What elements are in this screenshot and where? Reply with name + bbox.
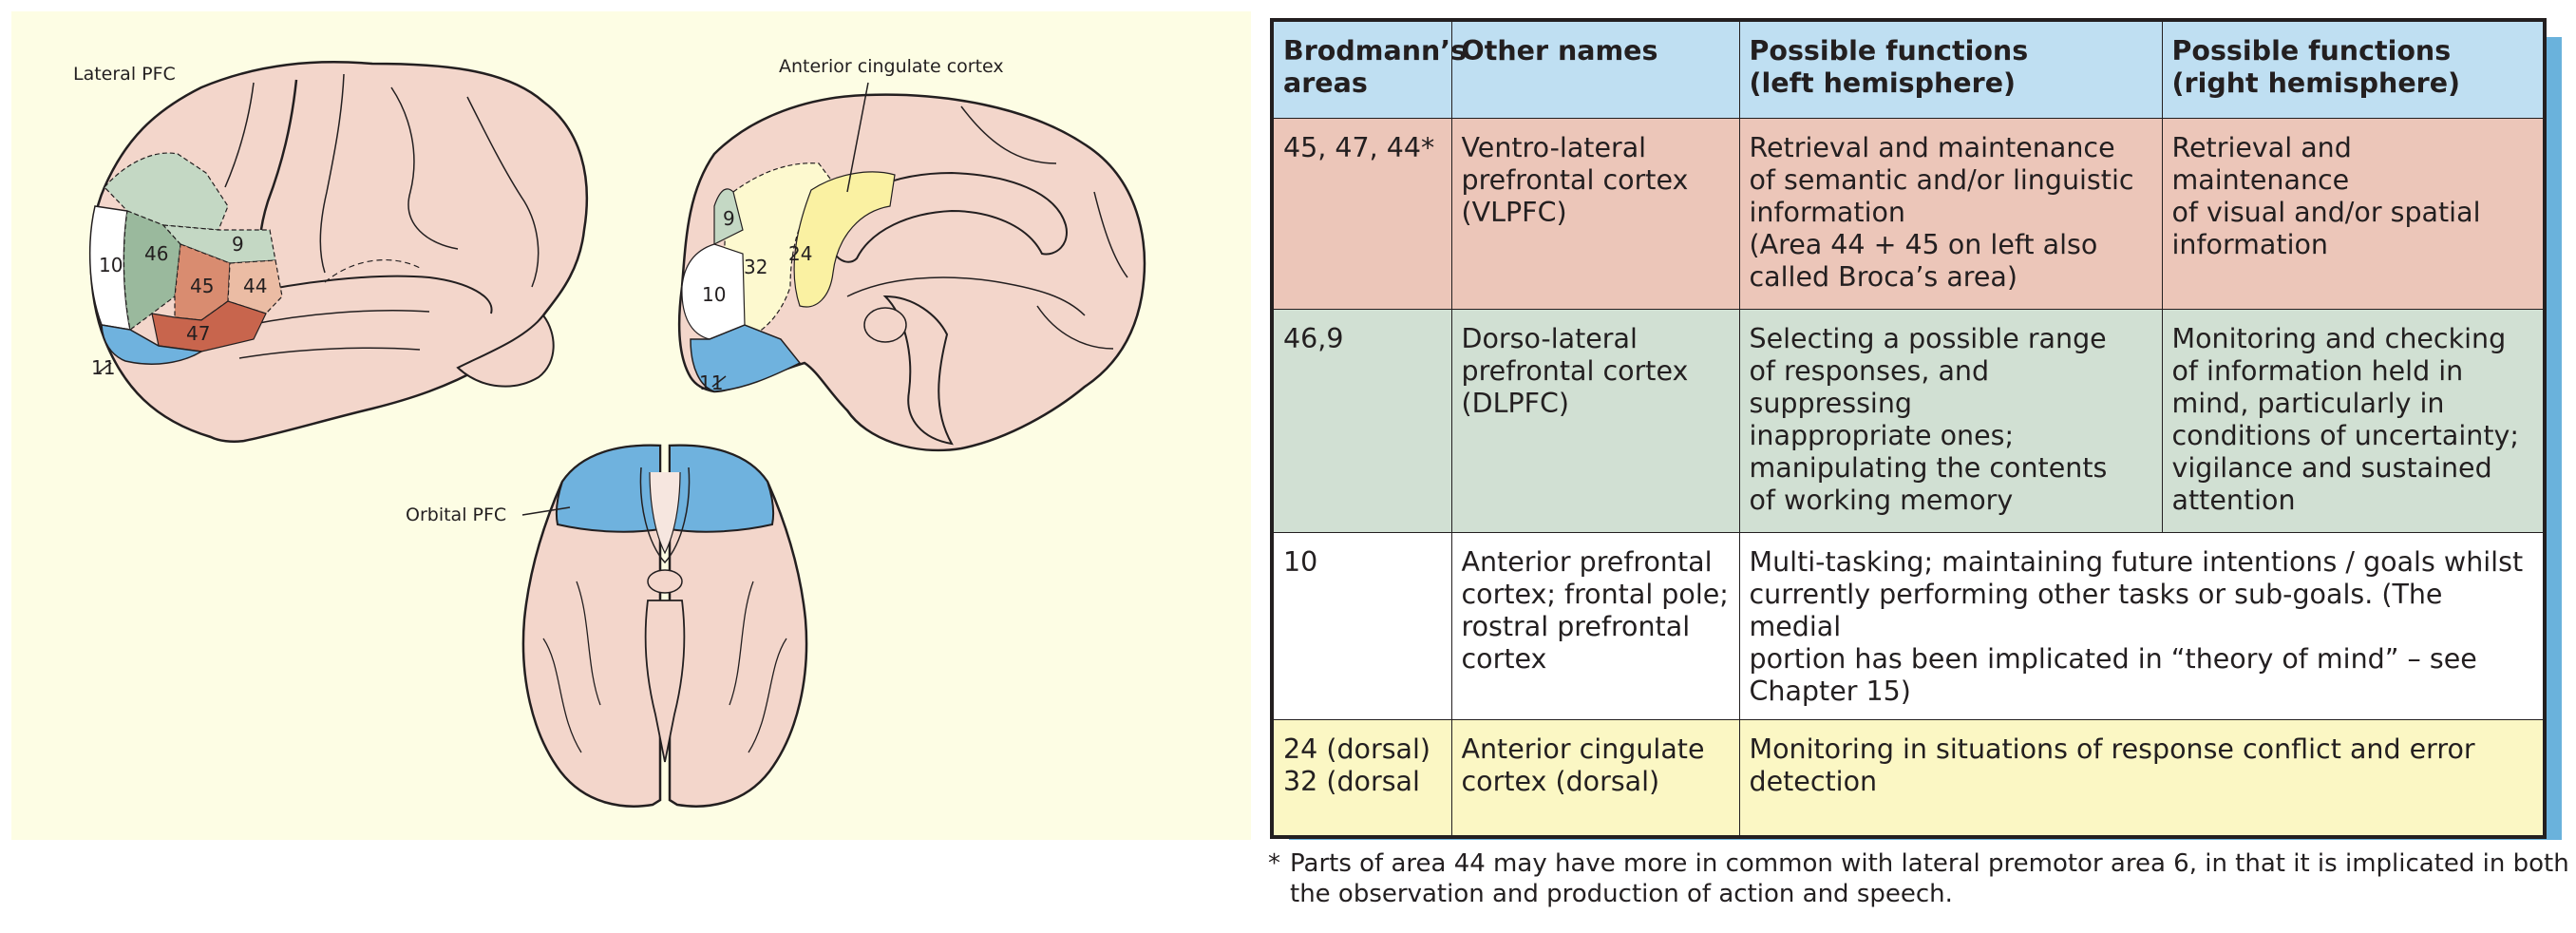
olfactory-bulbs	[649, 471, 681, 555]
cell-names: Ventro-lateral prefrontal cortex (VLPFC)	[1450, 117, 1740, 310]
anterior-cingulate-label: Anterior cingulate cortex	[779, 56, 1004, 77]
header-brodmann-areas: Brodmann’s areas	[1271, 19, 1467, 119]
cell-names: Anterior cingulate cortex (dorsal)	[1450, 718, 1740, 838]
parieto-occipital-sulcus	[1093, 191, 1128, 278]
cell-left-function: Retrieval and maintenance of semantic an…	[1738, 117, 2163, 310]
ventral-orbital-left	[555, 444, 661, 533]
medial-area-24	[793, 171, 896, 308]
cell-both-functions: Monitoring in situations of response con…	[1738, 718, 2546, 838]
cell-right-function: Monitoring and checking of information h…	[2161, 308, 2546, 533]
lateral-area-label-11: 11	[91, 356, 115, 379]
optic-chiasm	[647, 569, 683, 594]
lateral-area-label-46: 46	[144, 242, 168, 265]
footnote-text: Parts of area 44 may have more in common…	[1290, 849, 2569, 908]
medial-area-label-9: 9	[723, 207, 735, 230]
lateral-area-label-44: 44	[243, 275, 267, 297]
ventral-orbital-right	[669, 444, 775, 533]
medial-area-label-11: 11	[699, 371, 723, 394]
ventral-sulcus-right	[729, 581, 754, 706]
medial-sulcus	[846, 276, 1086, 316]
postcentral-sulcus	[319, 73, 345, 274]
precentral-sulcus	[224, 82, 255, 188]
medial-area-label-32: 32	[744, 256, 767, 278]
parietal-sulcus	[390, 86, 459, 250]
cell-areas: 24 (dorsal) 32 (dorsal	[1271, 718, 1452, 838]
brain-illustration: 10 46 9 45 44 47 11 Lateral PFC 9 32 24 …	[11, 11, 1251, 840]
thalamus	[863, 307, 907, 343]
lateral-area-label-47: 47	[186, 322, 210, 345]
medial-brain-view: 9 32 24 10 11 Anterior cingulate cortex	[677, 56, 1146, 452]
medial-sulcus-upper	[960, 105, 1057, 164]
table-row-anterior-cingulate: 24 (dorsal) 32 (dorsal Anterior cingulat…	[1271, 718, 2546, 838]
cell-areas: 10	[1271, 531, 1452, 720]
table-row-vlpfc: 45, 47, 44* Ventro-lateral prefrontal co…	[1271, 117, 2546, 310]
calcarine-sulcus	[1036, 305, 1114, 350]
prefrontal-function-table: Brodmann’s areas Other names Possible fu…	[1270, 18, 2547, 839]
brainstem	[882, 295, 954, 446]
cell-names: Dorso-lateral prefrontal cortex (DLPFC)	[1450, 308, 1740, 533]
temporal-sulcus	[248, 310, 430, 326]
orbital-pfc-label: Orbital PFC	[406, 505, 506, 525]
lateral-area-label-45: 45	[190, 275, 214, 297]
medial-area-11	[690, 324, 802, 392]
medial-area-label-24: 24	[788, 242, 812, 265]
table-row-anterior-pfc: 10 Anterior prefrontal cortex; frontal p…	[1271, 531, 2546, 720]
brain-diagram-panel: 10 46 9 45 44 47 11 Lateral PFC 9 32 24 …	[11, 11, 1251, 840]
ventral-sulcus-left-2	[542, 638, 582, 753]
olfactory-tracts	[639, 466, 691, 564]
lateral-brain-view: 10 46 9 45 44 47 11 Lateral PFC	[73, 61, 589, 444]
ventral-brain-view: Orbital PFC	[406, 444, 808, 808]
header-left-functions: Possible functions (left hemisphere)	[1738, 19, 2163, 119]
lateral-area-label-10: 10	[99, 254, 123, 276]
function-table-panel: Brodmann’s areas Other names Possible fu…	[1270, 18, 2562, 840]
medial-area-9	[713, 188, 744, 245]
orbital-pfc-leader	[521, 506, 571, 516]
medial-area-10	[681, 243, 746, 340]
footnote-mark: *	[1268, 849, 1280, 878]
medial-area-label-10: 10	[702, 283, 726, 306]
cell-both-functions: Multi-tasking; maintaining future intent…	[1738, 531, 2546, 720]
cell-areas: 46,9	[1271, 308, 1452, 533]
cell-names: Anterior prefrontal cortex; frontal pole…	[1450, 531, 1740, 720]
lateral-area-44	[227, 259, 283, 314]
lateral-area-11	[101, 324, 204, 365]
table-header-row: Brodmann’s areas Other names Possible fu…	[1271, 19, 2546, 119]
cell-left-function: Selecting a possible range of responses,…	[1738, 308, 2163, 533]
ventral-sulcus-right-2	[748, 638, 787, 753]
header-other-names: Other names	[1450, 19, 1740, 119]
header-right-functions: Possible functions (right hemisphere)	[2161, 19, 2546, 119]
table-row-dlpfc: 46,9 Dorso-lateral prefrontal cortex (DL…	[1271, 308, 2546, 533]
lateral-area-label-9: 9	[232, 233, 244, 256]
lateral-pfc-label: Lateral PFC	[73, 64, 176, 85]
lateral-area-11-leader	[98, 362, 112, 373]
anterior-cingulate-leader	[846, 82, 869, 193]
ventral-brainstem	[644, 600, 686, 763]
insula-outline	[324, 258, 421, 283]
occipital-sulcus	[466, 96, 540, 288]
sylvian-fissure	[234, 275, 493, 314]
medial-area-11-leader	[711, 375, 727, 388]
cell-areas: 45, 47, 44*	[1271, 117, 1452, 310]
lateral-cerebellum	[456, 314, 555, 388]
lateral-area-46	[123, 210, 181, 332]
temporal-sulcus-inferior	[238, 347, 421, 359]
cell-right-function: Retrieval and maintenance of visual and/…	[2161, 117, 2546, 310]
table-footnote: * Parts of area 44 may have more in comm…	[1268, 848, 2569, 909]
ventral-sulcus-left	[576, 581, 601, 706]
